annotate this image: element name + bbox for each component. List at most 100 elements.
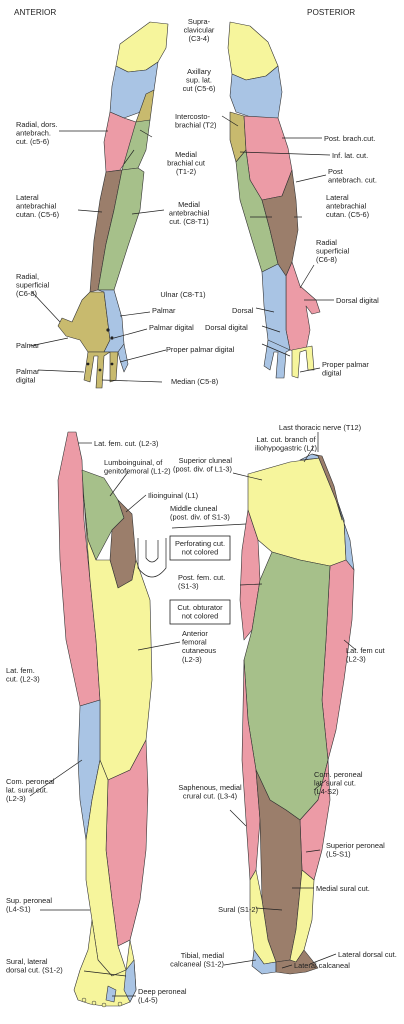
post-arm-ulnar-dorsal-region xyxy=(261,263,291,353)
label-line: crural cut. (L3-4) xyxy=(183,792,237,801)
ant-arm-little-finger xyxy=(117,343,129,373)
label-sup-peroneal: Sup. peroneal(L4-S1) xyxy=(6,896,52,914)
label-line: clavicular xyxy=(184,26,215,35)
label-sup-cluneal: Superior cluneal(post. div. of L1-3) xyxy=(173,456,232,474)
label-line: sup. lat. xyxy=(186,76,212,85)
label-line: Superior peroneal xyxy=(326,841,385,850)
label-radial-sup-l: Radial,superficial(C6-8) xyxy=(16,272,50,298)
label-post-brach: Post. brach.cut. xyxy=(324,134,375,143)
obturator-box xyxy=(169,599,231,625)
label-lat-fem-top: Lat. fem. cut. (L2-3) xyxy=(94,439,159,448)
label-line: (C6-8) xyxy=(16,289,37,298)
leg-leader-lines xyxy=(29,432,357,997)
label-line: Lat. fem. cut. (L2-3) xyxy=(94,439,159,448)
label-line: Inf. lat. cut. xyxy=(332,151,368,160)
post-arm-proper-palmar-fingers xyxy=(291,345,315,379)
ant-arm-supraclavicular-region xyxy=(115,21,169,73)
label-line: digital xyxy=(322,369,342,378)
label-supraclav: Supra-clavicular(C3-4) xyxy=(184,17,215,43)
label-line: (C3-4) xyxy=(189,34,210,43)
label-dorsal-c: Dorsal xyxy=(232,306,254,315)
label-line: not colored xyxy=(182,548,219,557)
label-line: Sup. peroneal xyxy=(6,896,52,905)
label-line: Post. fem. cut. xyxy=(178,573,225,582)
ant-leg-anterior-femoral-region xyxy=(83,499,153,781)
label-line: Anterior xyxy=(182,629,208,638)
post-leg-middle-cluneal-region xyxy=(239,509,261,641)
label-sural: Sural (S1-2) xyxy=(218,905,258,914)
label-line: Dorsal xyxy=(232,306,254,315)
label-line: dorsal cut. (S1-2) xyxy=(6,966,63,975)
post-arm-fingers-dorsal xyxy=(263,339,291,379)
label-line: Palmar digital xyxy=(149,323,194,332)
label-line: cut. (c5-6) xyxy=(16,137,49,146)
label-line: cut. (C8-T1) xyxy=(169,217,208,226)
arm-leader-lines xyxy=(29,115,334,383)
label-line: iliohypogastric (L1) xyxy=(255,444,317,453)
label-line: (L4-S1) xyxy=(6,905,31,914)
label-line: Last thoracic nerve (T12) xyxy=(279,423,361,432)
post-leg-last-thoracic-region xyxy=(311,453,343,521)
perforating-box xyxy=(169,535,231,561)
post-arm-axillary-region xyxy=(229,65,283,119)
label-line: Lat. fem cut xyxy=(346,646,385,655)
label-line: antebrachial xyxy=(326,202,367,211)
label-line: Com. peroneal xyxy=(6,777,55,786)
label-line: Proper palmar digital xyxy=(166,345,235,354)
label-line: femoral xyxy=(182,638,207,647)
label-line: brachial cut xyxy=(167,159,205,168)
label-line: Medial sural cut. xyxy=(316,884,370,893)
label-line: (L2-3) xyxy=(6,794,26,803)
label-line: Lateral calcaneal xyxy=(294,961,350,970)
label-line: Lateral xyxy=(16,193,39,202)
post-leg-superior-cluneal-region xyxy=(247,457,347,567)
label-proper-palmar-c: Proper palmar digital xyxy=(166,345,235,354)
label-lat-calcaneal: Lateral calcaneal xyxy=(294,961,350,970)
label-line: Deep peroneal xyxy=(138,987,187,996)
label-line: lat. sural cut. xyxy=(6,786,48,795)
label-line: brachial (T2) xyxy=(175,121,216,130)
label-line: Middle cluneal xyxy=(170,504,218,513)
label-line: Radial, xyxy=(16,272,39,281)
label-line: Proper palmar xyxy=(322,360,369,369)
label-line: not colored xyxy=(182,612,219,621)
label-line: Ilioinguinal (L1) xyxy=(148,491,198,500)
label-ilioinguinal: Ilioinguinal (L1) xyxy=(148,491,198,500)
label-line: (L4-5) xyxy=(138,996,158,1005)
label-line: Radial xyxy=(316,238,337,247)
label-line: Post xyxy=(328,167,343,176)
label-line: (L5-S1) xyxy=(326,850,351,859)
label-line: cut. (L2-3) xyxy=(6,675,40,684)
label-line: Medial xyxy=(175,150,197,159)
label-line: (L2-3) xyxy=(182,655,202,664)
label-palmar-c: Palmar xyxy=(152,306,176,315)
label-line: antebrach. xyxy=(16,129,51,138)
label-line: antebrachial xyxy=(16,202,57,211)
post-arm-posterior-antebrachial-region xyxy=(285,261,321,353)
label-line: cutan. (C5-6) xyxy=(326,210,369,219)
label-line: Medial xyxy=(178,200,200,209)
posterior-leg xyxy=(239,453,355,975)
label-palmar-l: Palmar xyxy=(16,341,40,350)
label-line: antebrach. cut. xyxy=(328,176,377,185)
label-palmar-digital-c: Palmar digital xyxy=(149,323,194,332)
anterior-header: ANTERIOR xyxy=(14,8,56,17)
label-line: Lateral dorsal cut. xyxy=(338,950,397,959)
label-median: Median (C5-8) xyxy=(171,377,218,386)
label-line: superficial xyxy=(316,247,350,256)
label-line: Lat. fem. xyxy=(6,666,35,675)
ant-leg-foot xyxy=(73,919,137,1007)
anterior-leg xyxy=(57,431,167,1008)
label-line: Ulnar (C8-T1) xyxy=(160,290,205,299)
label-line: superficial xyxy=(16,281,50,290)
label-line: Dorsal digital xyxy=(336,296,379,305)
